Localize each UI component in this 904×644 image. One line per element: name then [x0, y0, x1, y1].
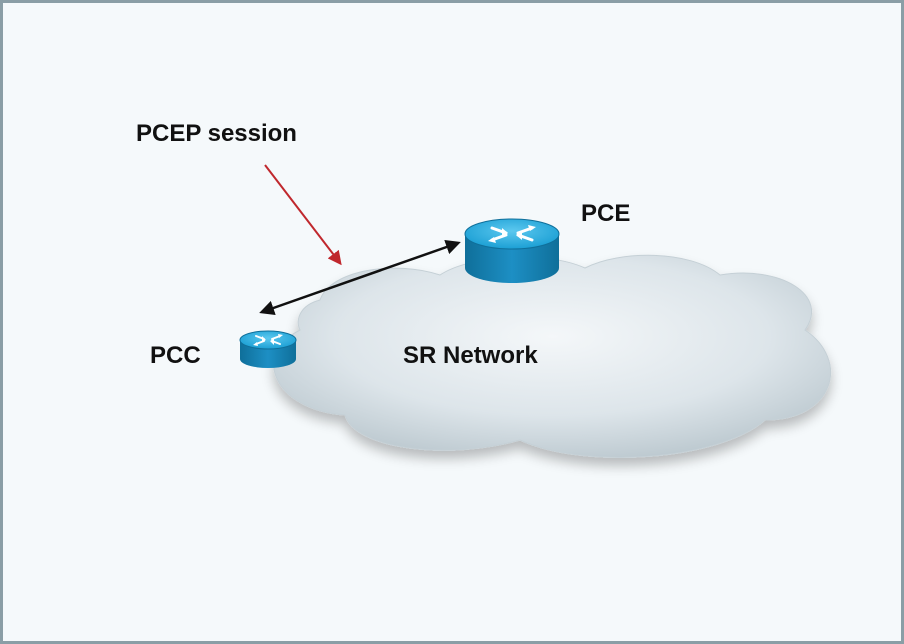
pcc-label: PCC — [150, 342, 201, 369]
pce-router-icon — [464, 218, 560, 283]
sr-network-cloud — [273, 254, 831, 458]
session-callout-arrow — [264, 164, 342, 266]
pce-label: PCE — [581, 200, 630, 227]
pcc-router-icon — [239, 330, 297, 368]
pcep-session-arrow — [259, 239, 461, 316]
pcep-session-label: PCEP session — [136, 120, 297, 147]
sr-network-label: SR Network — [403, 342, 538, 369]
